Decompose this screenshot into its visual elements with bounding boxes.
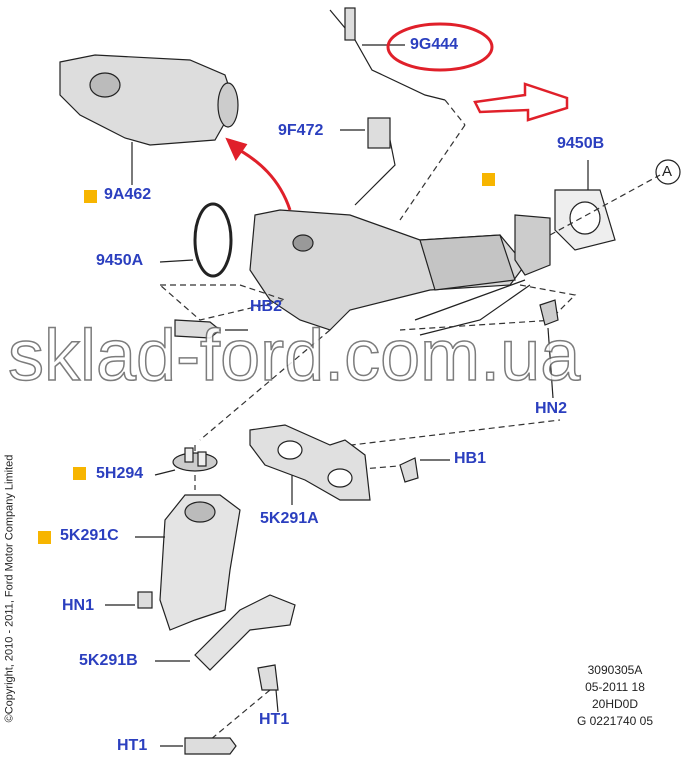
info-line: 3090305A (587, 663, 643, 677)
info-line: 20HD0D (591, 697, 639, 711)
highlight-ellipse (386, 22, 494, 72)
label-9G444[interactable]: 9G444 (410, 36, 459, 53)
callout-a: A (662, 163, 673, 180)
label-HN2[interactable]: HN2 (535, 400, 568, 417)
label-9450B[interactable]: 9450B (557, 135, 605, 152)
label-HB1[interactable]: HB1 (454, 450, 487, 467)
marker-square (84, 190, 97, 203)
label-HT1-upper[interactable]: HT1 (259, 711, 290, 728)
label-5H294[interactable]: 5H294 (96, 465, 144, 482)
diagram-info: 3090305A 05-2011 18 20HD0D G 0221740 05 (560, 662, 670, 730)
label-9450A[interactable]: 9450A (96, 252, 144, 269)
watermark: sklad-ford.com.ua (7, 316, 581, 396)
label-HN1[interactable]: HN1 (62, 597, 95, 614)
label-9F472[interactable]: 9F472 (278, 122, 324, 139)
heat-shield-9A462 (59, 54, 236, 146)
marker-square (482, 173, 495, 186)
copyright-text: ©Copyright, 2010 - 2011, Ford Motor Comp… (3, 454, 16, 723)
label-5K291A[interactable]: 5K291A (260, 510, 319, 527)
label-9A462[interactable]: 9A462 (104, 186, 152, 203)
label-HT1-lower[interactable]: HT1 (117, 737, 148, 754)
label-5K291B[interactable]: 5K291B (79, 652, 138, 669)
marker-square (73, 467, 86, 480)
info-line: G 0221740 05 (576, 714, 654, 728)
label-5K291C[interactable]: 5K291C (60, 527, 119, 544)
info-line: 05-2011 18 (585, 680, 645, 694)
red-pointer-arrow (473, 82, 569, 122)
label-HB2[interactable]: HB2 (250, 298, 283, 315)
marker-square (38, 531, 51, 544)
